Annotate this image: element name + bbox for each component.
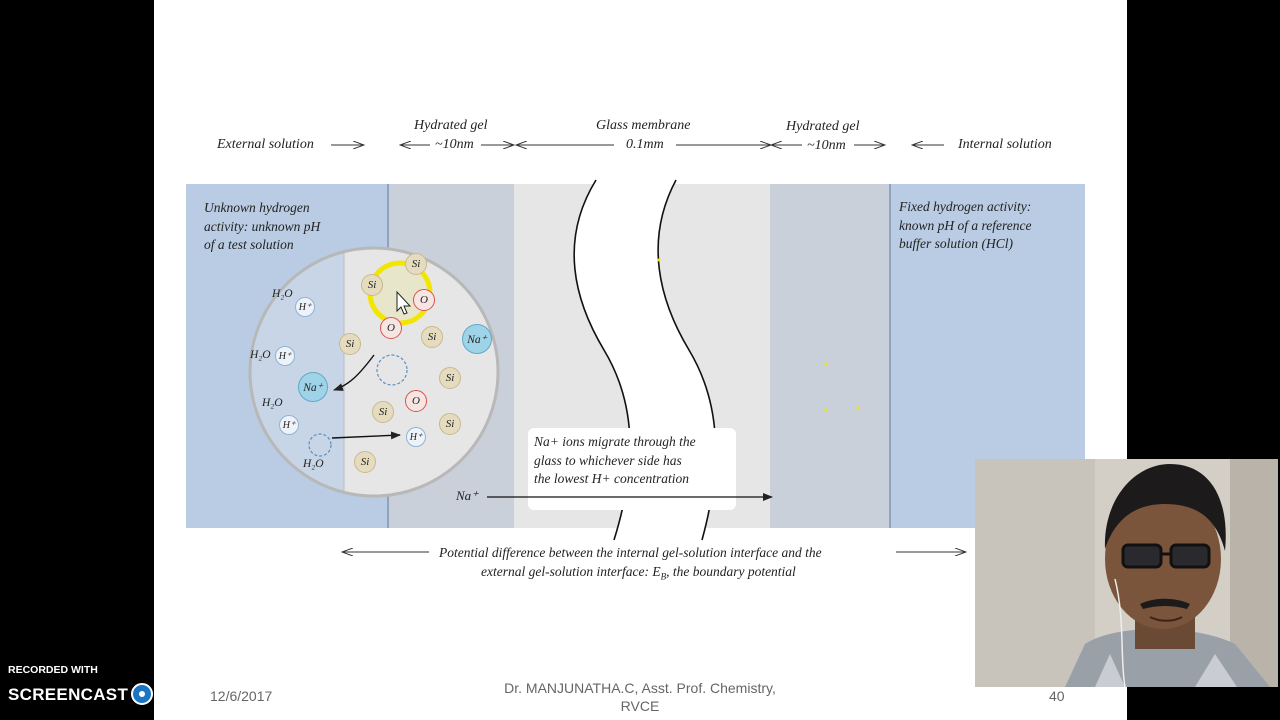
- migration-note: Na+ ions migrate through the glass to wh…: [534, 434, 696, 486]
- right-solution-note: Fixed hydrogen activity: known pH of a r…: [899, 199, 1032, 251]
- boundary-potential-line2: external gel-solution interface: EB, the…: [481, 564, 796, 582]
- na-arrow-label: Na⁺: [456, 488, 479, 503]
- recorded-with-label: RECORDED WITH: [8, 664, 98, 676]
- screencast-logo-icon: [131, 683, 154, 705]
- mouse-cursor-icon: [396, 290, 412, 315]
- footer-date: 12/6/2017: [210, 688, 273, 704]
- migration-note-box: [528, 428, 736, 510]
- label-hydrated-gel-right: Hydrated gel: [786, 119, 860, 134]
- label-gel-thickness-right: ~10nm: [807, 138, 846, 153]
- boundary-potential-arrows: [154, 540, 1127, 570]
- glass-electrode-diagram: [186, 0, 1085, 541]
- hydrated-gel-right-region: [770, 184, 890, 528]
- label-glass-membrane: Glass membrane: [596, 118, 691, 133]
- boundary-potential-line1: Potential difference between the interna…: [439, 545, 822, 560]
- label-external-solution: External solution: [217, 137, 314, 152]
- label-gel-thickness-left: ~10nm: [435, 137, 474, 152]
- footer-page-number: 40: [1049, 688, 1065, 704]
- label-membrane-thickness: 0.1mm: [626, 137, 664, 152]
- cursor-highlight: [367, 260, 433, 326]
- webcam-overlay: [975, 459, 1278, 687]
- label-hydrated-gel-left: Hydrated gel: [414, 118, 488, 133]
- presenter-webcam-image: [975, 459, 1278, 687]
- left-solution-note: Unknown hydrogen activity: unknown pH of…: [204, 200, 321, 252]
- footer-author: Dr. MANJUNATHA.C, Asst. Prof. Chemistry,…: [504, 680, 776, 714]
- label-internal-solution: Internal solution: [958, 137, 1052, 152]
